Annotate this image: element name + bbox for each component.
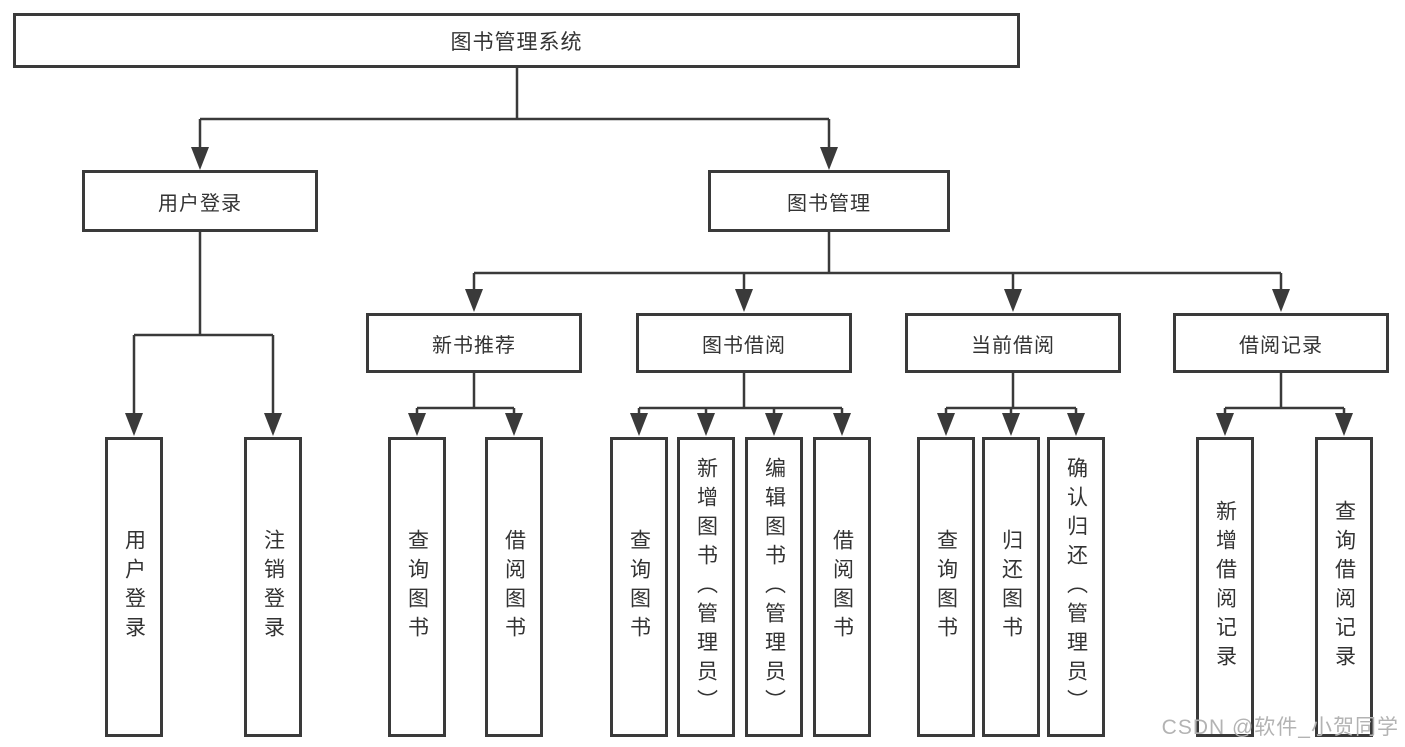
leaf-query-books-current: 查询图书 [917,437,975,737]
leaf-label: 确认归还（管理员） [1064,456,1088,718]
leaf-user-login: 用户登录 [105,437,163,737]
node-label: 用户登录 [158,192,242,215]
csdn-watermark: CSDN @软件_小贺同学 [1161,716,1399,739]
connector-root-to-level2 [198,68,831,150]
node-borrowing-records: 借阅记录 [1173,313,1389,373]
leaf-label: 用户登录 [122,529,146,645]
node-new-book-recommendation: 新书推荐 [366,313,582,373]
node-book-management: 图书管理 [708,170,950,232]
leaf-label: 查询图书 [405,529,429,645]
connector-book-borrow-branch [637,373,844,415]
connector-new-book-branch [415,373,516,415]
leaf-label: 查询图书 [627,529,651,645]
leaf-label: 借阅图书 [502,529,526,645]
node-label: 图书借阅 [702,334,786,357]
connector-book-management-branch [472,232,1283,291]
node-label: 新书推荐 [432,334,516,357]
leaf-query-books-borrow: 查询图书 [610,437,668,737]
node-book-borrowing: 图书借阅 [636,313,852,373]
leaf-query-borrow-record: 查询借阅记录 [1315,437,1373,737]
leaf-label: 借阅图书 [830,529,854,645]
leaf-logout: 注销登录 [244,437,302,737]
leaf-label: 查询借阅记录 [1332,500,1356,674]
node-library-management-system: 图书管理系统 [13,13,1020,68]
leaf-borrow-books: 借阅图书 [813,437,871,737]
leaf-label: 注销登录 [261,529,285,645]
leaf-label: 归还图书 [999,529,1023,645]
leaf-query-books-recommend: 查询图书 [388,437,446,737]
leaf-label: 新增图书（管理员） [694,456,718,718]
leaf-add-book-admin: 新增图书（管理员） [677,437,735,737]
leaf-add-borrow-record: 新增借阅记录 [1196,437,1254,737]
node-label: 图书管理系统 [450,30,583,54]
node-user-login: 用户登录 [82,170,318,232]
leaf-return-book: 归还图书 [982,437,1040,737]
node-label: 图书管理 [787,192,871,215]
leaf-label: 编辑图书（管理员） [762,456,786,718]
node-current-borrowing: 当前借阅 [905,313,1121,373]
leaf-edit-book-admin: 编辑图书（管理员） [745,437,803,737]
leaf-confirm-return-admin: 确认归还（管理员） [1047,437,1105,737]
leaf-borrow-books-recommend: 借阅图书 [485,437,543,737]
connector-borrow-record-branch [1223,373,1346,415]
leaf-label: 查询图书 [934,529,958,645]
connector-user-login-branch [132,232,275,416]
connector-current-borrow-branch [944,373,1078,415]
leaf-label: 新增借阅记录 [1213,500,1237,674]
node-label: 借阅记录 [1239,334,1323,357]
node-label: 当前借阅 [971,334,1055,357]
